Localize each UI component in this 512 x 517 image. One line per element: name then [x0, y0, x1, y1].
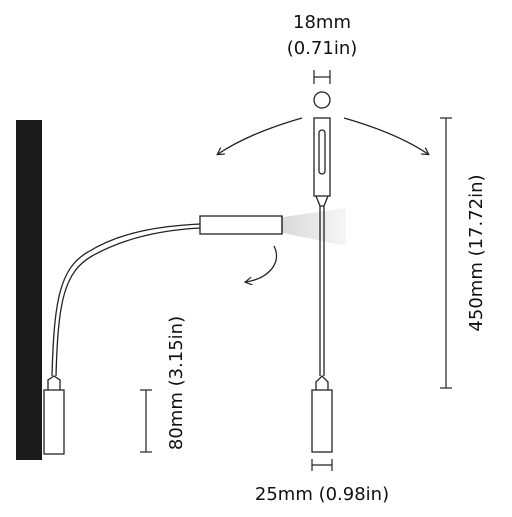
- head-slot: [318, 129, 326, 175]
- straight-lamp: [218, 91, 428, 453]
- head-rotation-arrow: [246, 245, 278, 282]
- swing-arrow-right: [343, 117, 428, 154]
- mounted-lamp-base-collar: [47, 375, 61, 390]
- head-diameter-dimension: [313, 70, 331, 84]
- mounted-lamp: [43, 215, 283, 455]
- base-diameter-dimension: [311, 459, 333, 471]
- light-beam: [283, 208, 346, 246]
- base-diameter-label: 25mm (0.98in): [255, 484, 389, 505]
- head-diameter-mm-label: 18mm: [293, 12, 351, 33]
- base-length-label: 80mm (3.15in): [166, 316, 187, 450]
- head-end-view: [313, 91, 331, 109]
- wall-panel: [16, 120, 42, 460]
- gooseneck-arm: [51, 223, 201, 377]
- head-diameter-in-label: (0.71in): [287, 38, 358, 59]
- swing-arrow-left: [218, 117, 303, 154]
- base-length-dimension: [140, 389, 152, 453]
- mounted-lamp-base: [43, 389, 65, 455]
- mounted-lamp-head: [199, 215, 283, 235]
- total-length-label: 450mm (17.72in): [466, 174, 487, 331]
- total-length-dimension: [440, 117, 452, 389]
- straight-lamp-head: [313, 117, 331, 197]
- straight-lamp-base: [311, 389, 333, 453]
